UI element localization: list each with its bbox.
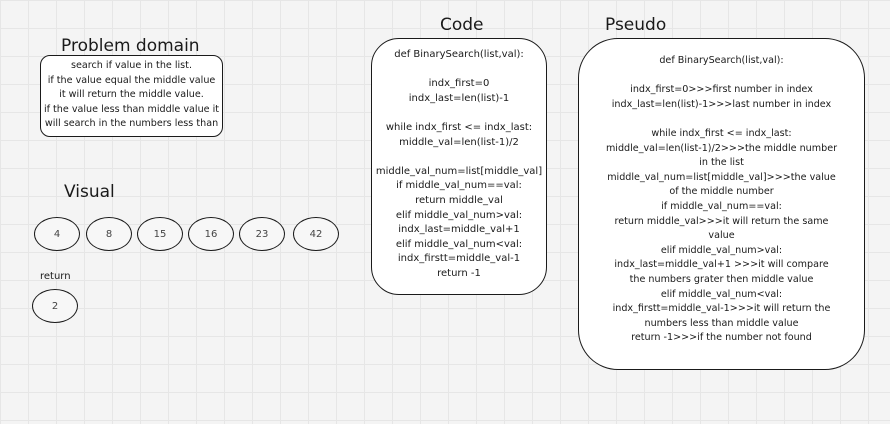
problem-domain-heading: Problem domain <box>61 36 200 56</box>
code-line: elif middle_val_num>val: <box>395 209 523 221</box>
code-blank-line <box>372 150 546 165</box>
code-line: return middle_val <box>415 194 503 206</box>
code-line: middle_val=len(list-1)/2 <box>399 136 519 148</box>
code-line: indx_last=len(list)-1 <box>408 92 510 104</box>
pseudo-line: indx_last=len(list)-1>>>last number in i… <box>611 98 832 110</box>
code-line: if middle_val_num==val: <box>396 180 522 192</box>
list-node: 4 <box>34 217 80 251</box>
pseudo-line: elif middle_val_num<val: <box>660 288 783 300</box>
code-line: indx_firstt=middle_val-1 <box>397 253 521 265</box>
pseudo-line: in the list <box>699 157 744 169</box>
problem-line: will search in the numbers less than <box>44 118 219 130</box>
code-line: return -1 <box>437 267 481 279</box>
pseudo-line: the numbers grater then middle value <box>629 273 814 285</box>
code-heading: Code <box>440 15 484 35</box>
pseudo-line: if middle_val_num==val: <box>661 200 782 212</box>
pseudo-box: def BinarySearch(list,val): indx_first=0… <box>578 38 865 370</box>
visual-heading: Visual <box>64 182 115 202</box>
code-line: elif middle_val_num<val: <box>395 238 523 250</box>
pseudo-blank-line <box>579 112 864 127</box>
pseudo-heading: Pseudo <box>605 15 667 35</box>
list-node: 16 <box>188 217 234 251</box>
pseudo-line: indx_firstt=middle_val-1>>>it will retur… <box>612 303 831 315</box>
code-box: def BinarySearch(list,val): indx_first=0… <box>371 38 547 295</box>
problem-line: search if value in the list. <box>71 60 192 71</box>
pseudo-blank-line <box>579 69 864 84</box>
pseudo-line: indx_first=0>>>first number in index <box>630 84 813 96</box>
pseudo-line: return -1>>>if the number not found <box>631 332 812 344</box>
list-node: 8 <box>86 217 132 251</box>
code-line: indx_last=middle_val+1 <box>398 224 520 236</box>
return-node: 2 <box>32 289 78 323</box>
code-line: while indx_first <= indx_last: <box>385 121 533 133</box>
pseudo-line: elif middle_val_num>val: <box>660 244 783 256</box>
return-label: return <box>40 271 71 282</box>
code-blank-line <box>372 106 546 121</box>
list-node: 15 <box>137 217 183 251</box>
pseudo-line: def BinarySearch(list,val): <box>659 55 784 66</box>
pseudo-line: indx_last=middle_val+1 >>>it will compar… <box>614 259 829 271</box>
code-line: middle_val_num=list[middle_val] <box>375 165 543 177</box>
pseudo-line: return middle_val>>>it will return the s… <box>614 215 829 227</box>
list-node: 23 <box>239 217 285 251</box>
pseudo-line: while indx_first <= indx_last: <box>651 127 792 139</box>
pseudo-line: middle_val=len(list-1)/2>>>the middle nu… <box>605 142 838 154</box>
list-node: 42 <box>293 217 339 251</box>
pseudo-line: value <box>708 230 735 242</box>
code-line: indx_first=0 <box>428 78 490 90</box>
code-line: def BinarySearch(list,val): <box>394 49 524 60</box>
pseudo-line: numbers less than middle value <box>644 317 799 329</box>
problem-domain-box: search if value in the list. if the valu… <box>40 55 223 137</box>
problem-line: if the value equal the middle value <box>47 74 216 86</box>
pseudo-line: middle_val_num=list[middle_val]>>>the va… <box>607 171 836 183</box>
pseudo-line: of the middle number <box>669 186 774 198</box>
problem-line: it will return the middle value. <box>59 89 204 101</box>
code-blank-line <box>372 63 546 78</box>
problem-line: if the value less than middle value it <box>43 103 220 115</box>
